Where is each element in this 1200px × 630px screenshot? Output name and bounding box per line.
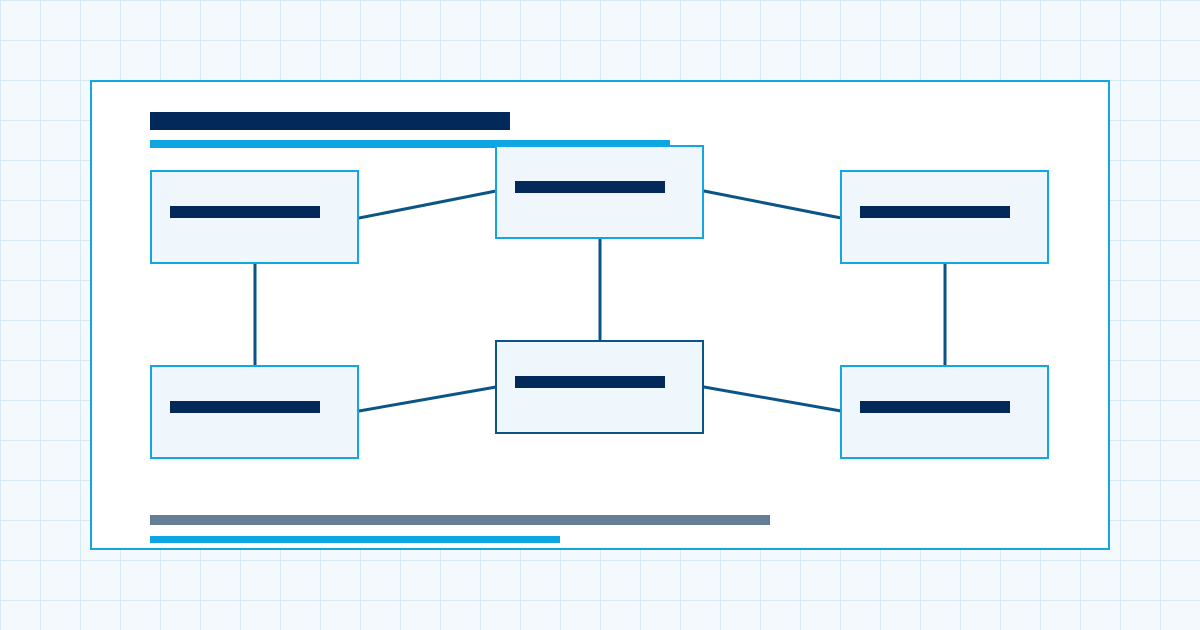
node-label-placeholder [860, 206, 1010, 218]
node-top-center [495, 145, 704, 239]
edge-top-center-to-top-right [702, 189, 843, 220]
node-top-right [840, 170, 1049, 264]
node-label-placeholder [170, 401, 320, 413]
node-bottom-right [840, 365, 1049, 459]
edge-top-left-to-top-center [357, 189, 498, 220]
node-label-placeholder [860, 401, 1010, 413]
footer-placeholder-bar [150, 515, 770, 525]
node-top-left [150, 170, 359, 264]
node-label-placeholder [170, 206, 320, 218]
node-label-placeholder [515, 181, 665, 193]
title-placeholder-bar [150, 112, 510, 130]
title-underline-bar [150, 140, 670, 148]
edge-bottom-center-to-bottom-right [702, 385, 843, 413]
footer-underline-bar [150, 536, 560, 543]
node-bottom-center [495, 340, 704, 434]
edge-bottom-left-to-bottom-center [357, 385, 498, 413]
node-bottom-left [150, 365, 359, 459]
node-label-placeholder [515, 376, 665, 388]
